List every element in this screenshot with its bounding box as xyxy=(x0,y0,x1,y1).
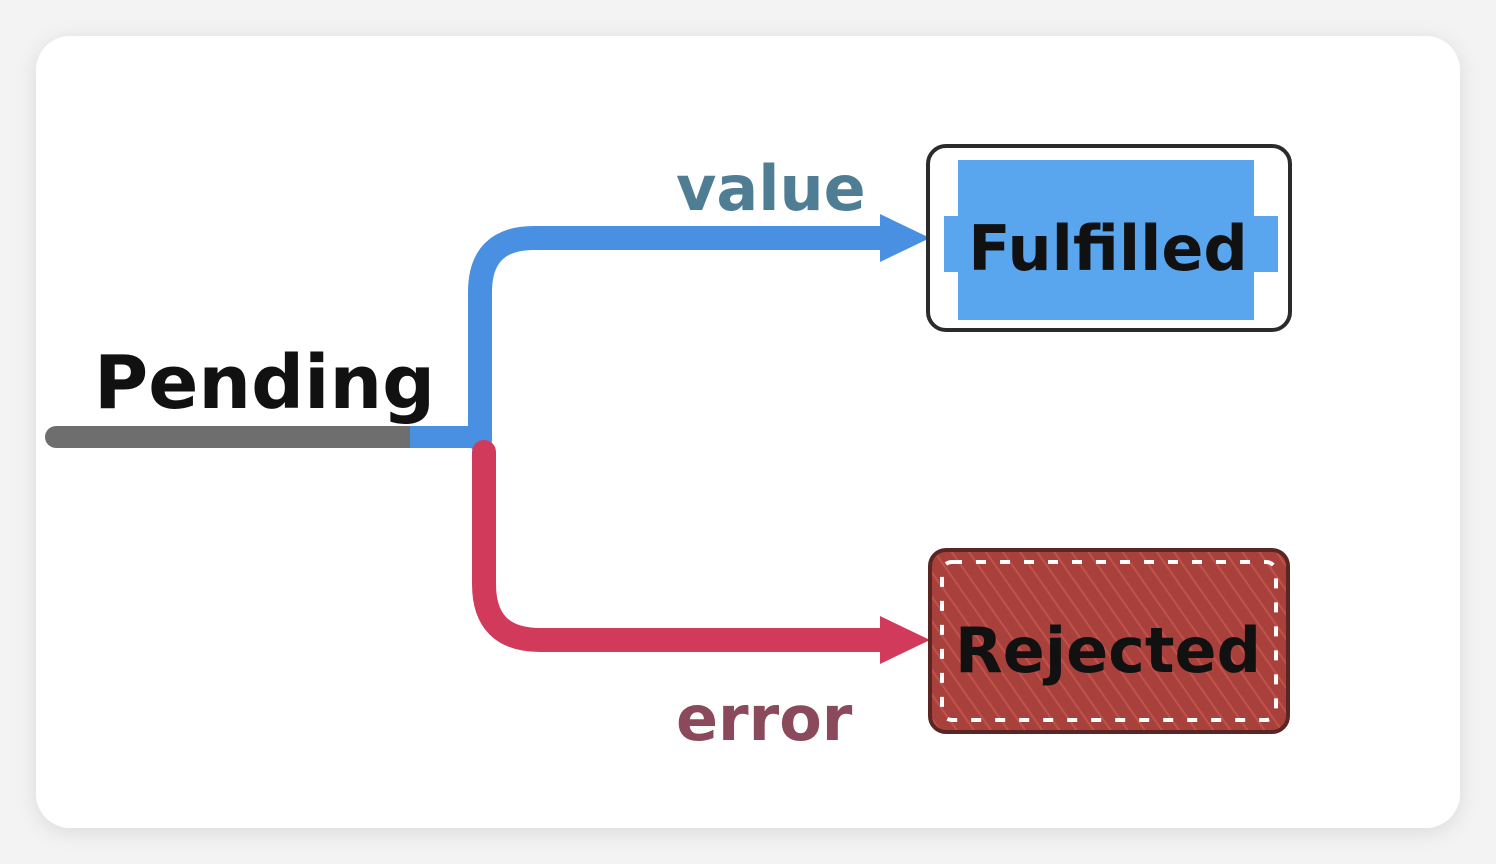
fulfilled-label: Fulfilled xyxy=(968,212,1248,285)
value-label: value xyxy=(676,152,866,225)
error-label: error xyxy=(676,682,853,755)
error-path xyxy=(472,440,902,652)
value-arrowhead xyxy=(880,214,930,262)
rejected-label: Rejected xyxy=(955,614,1261,687)
fulfilled-box-fill-band xyxy=(944,216,1278,272)
rejected-box xyxy=(928,548,1290,734)
pending-label: Pending xyxy=(94,340,435,426)
value-path xyxy=(468,226,904,452)
error-arrowhead xyxy=(880,616,930,664)
